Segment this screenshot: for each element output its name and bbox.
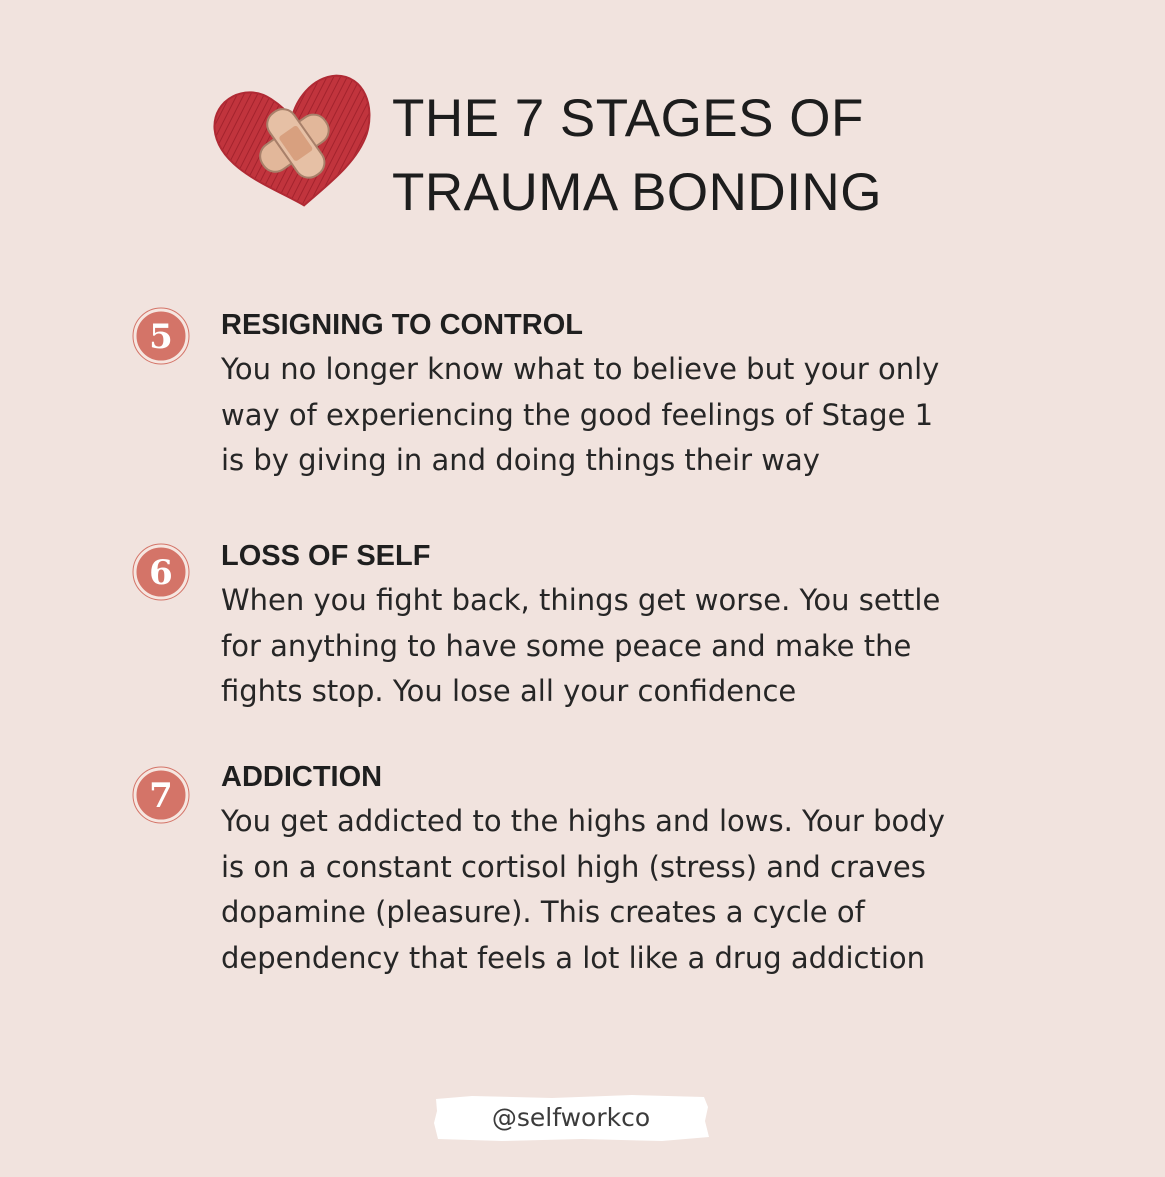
stage-line: fights stop. You lose all your confidenc… [221,674,797,708]
numbered-circle-icon: 5 [132,307,190,365]
title-line-2: TRAUMA BONDING [392,163,882,222]
stage-number: 7 [149,776,173,816]
stage-line: is on a constant cortisol high (stress) … [221,849,926,884]
stage-heading: LOSS OF SELF [221,540,431,572]
stage-description: You get addicted to the highs and lows. … [221,799,945,981]
social-handle-tag: @selfworkco [432,1093,710,1143]
numbered-circle-icon: 7 [132,766,190,824]
stage-number: 6 [149,553,173,593]
stage-line: way of experiencing the good feelings of… [221,397,934,432]
stage-line: dependency that feels a lot like a drug … [221,940,926,975]
numbered-circle-icon: 6 [132,543,190,601]
stage-line: for anything to have some peace and make… [221,628,912,663]
heart-with-bandage-icon [213,74,371,207]
page-title: THE 7 STAGES OF TRAUMA BONDING [392,82,882,230]
social-handle: @selfworkco [491,1103,651,1132]
stage-line: You get addicted to the highs and lows. … [221,804,945,838]
stage-line: dopamine (pleasure). This creates a cycl… [221,895,865,929]
stage-heading: RESIGNING TO CONTROL [221,309,583,341]
stage-description: You no longer know what to believe but y… [221,347,939,484]
stage-description: When you fight back, things get worse. Y… [221,578,940,715]
stage-line: When you fight back, things get worse. Y… [221,583,941,617]
stage-heading: ADDICTION [221,761,383,793]
stage-line: is by giving in and doing things their w… [221,443,820,477]
title-line-1: THE 7 STAGES OF [392,89,864,148]
stage-number: 5 [149,317,173,357]
brush-stroke-background [434,1095,709,1141]
stage-line: You no longer know what to believe but y… [221,352,940,386]
